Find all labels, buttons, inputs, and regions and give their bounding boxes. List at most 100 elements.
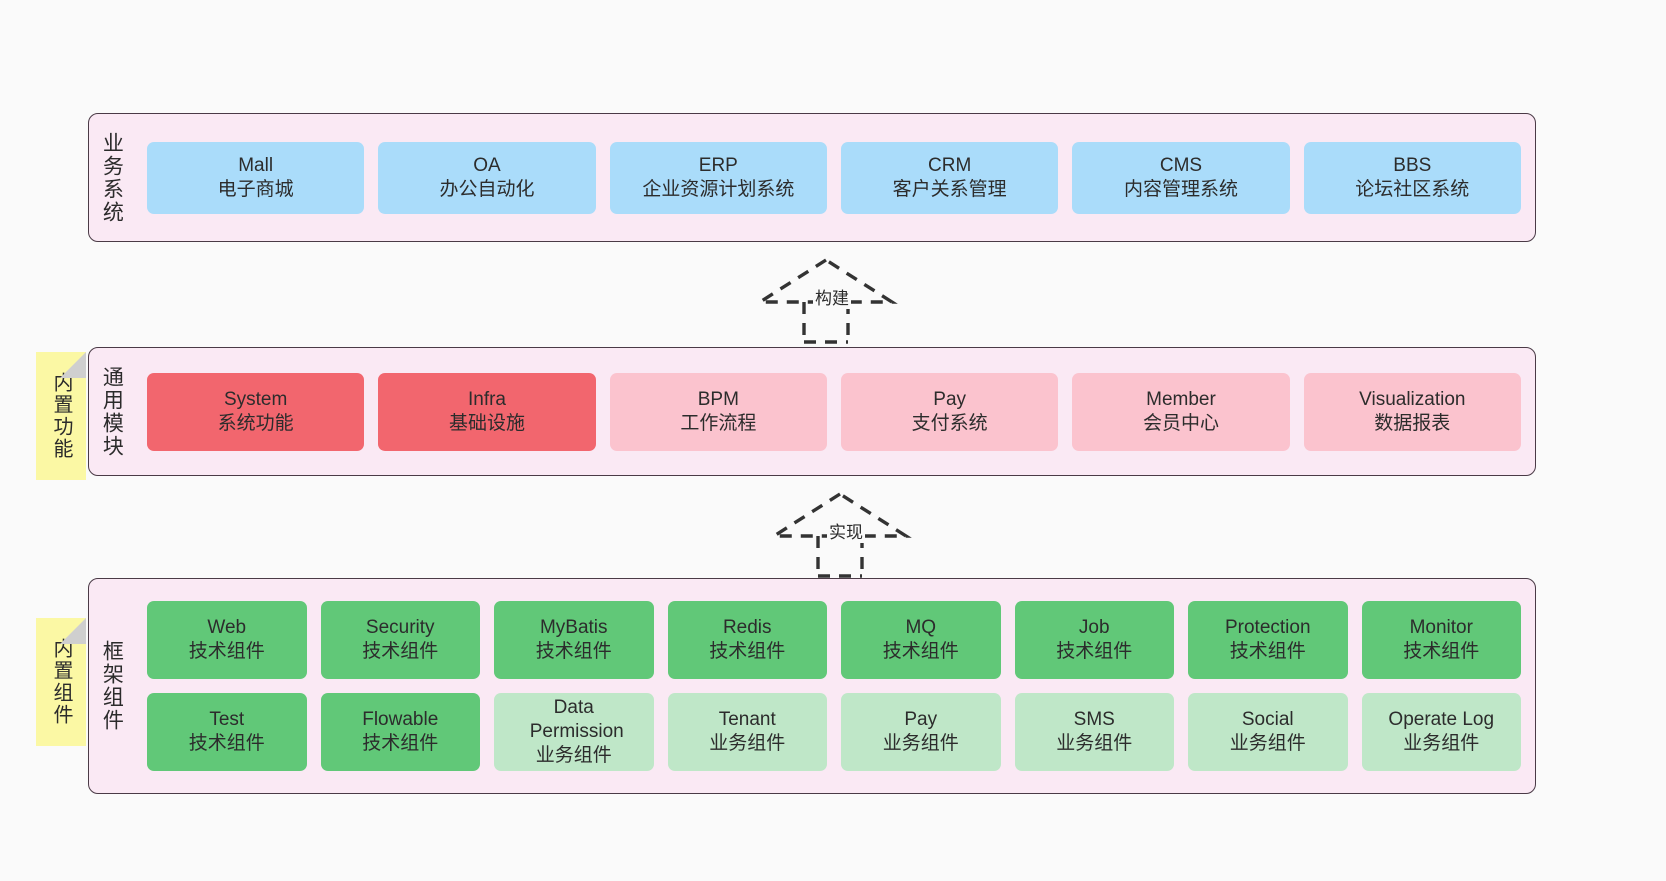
layer-caption-framework-component: 框架组件 [100, 640, 124, 732]
connector-implement: 实现 [768, 491, 922, 578]
node-visualization[interactable]: Visualization 数据报表 [1303, 372, 1521, 451]
node-member[interactable]: Member 会员中心 [1072, 372, 1290, 451]
sticky-note-builtin-component: 内置组件 [36, 618, 86, 746]
node-subtitle: 技术组件 [362, 733, 439, 754]
node-title: BPM [697, 388, 739, 410]
node-subtitle: 技术组件 [362, 641, 439, 662]
connector-build: 构建 [754, 257, 908, 344]
node-subtitle: 电子商城 [217, 178, 294, 200]
node-title: Protection [1224, 617, 1311, 639]
node-crm[interactable]: CRM 客户关系管理 [840, 141, 1059, 214]
node-mq[interactable]: MQ 技术组件 [841, 601, 1001, 679]
node-subtitle: 技术组件 [535, 641, 612, 662]
sticky-note-builtin-function: 内置功能 [36, 352, 86, 480]
node-protection[interactable]: Protection 技术组件 [1188, 601, 1348, 679]
node-subtitle: 会员中心 [1142, 412, 1219, 434]
node-data-permission[interactable]: Data Permission 业务组件 [494, 693, 654, 771]
node-title: CMS [1159, 154, 1203, 176]
layer-caption-business-system: 业务系统 [100, 131, 124, 224]
node-subtitle: 内容管理系统 [1123, 178, 1238, 200]
node-title: Security [365, 617, 435, 639]
node-subtitle: 客户关系管理 [892, 178, 1007, 200]
node-erp[interactable]: ERP 企业资源计划系统 [609, 141, 827, 214]
node-tenant[interactable]: Tenant 业务组件 [667, 693, 827, 771]
node-title: Tenant [718, 709, 776, 731]
node-redis[interactable]: Redis 技术组件 [667, 601, 827, 679]
node-title: Test [209, 709, 245, 731]
node-social[interactable]: Social 业务组件 [1188, 693, 1348, 771]
node-infra[interactable]: Infra 基础设施 [378, 372, 596, 451]
layer-caption-common-module: 通用模块 [100, 365, 124, 458]
node-security[interactable]: Security 技术组件 [320, 601, 480, 679]
node-title: Visualization [1359, 388, 1466, 410]
node-subtitle: 办公自动化 [439, 178, 535, 200]
node-subtitle: 技术组件 [1056, 641, 1133, 662]
connector-build-shape [754, 257, 898, 344]
node-title: System [223, 388, 288, 410]
node-row: Mall 电子商城 OA 办公自动化 ERP 企业资源计划系统 CRM 客户关系… [147, 141, 1521, 214]
node-subtitle: 基础设施 [448, 412, 525, 434]
node-row: Test 技术组件 Flowable 技术组件 Data Permission … [147, 693, 1521, 771]
node-subtitle: 数据报表 [1374, 412, 1451, 434]
node-pay-component[interactable]: Pay 业务组件 [841, 693, 1001, 771]
node-mybatis[interactable]: MyBatis 技术组件 [494, 601, 654, 679]
node-title: Job [1078, 617, 1110, 639]
node-title: CRM [928, 154, 972, 176]
node-title: OA [473, 154, 501, 176]
node-row: Web 技术组件 Security 技术组件 MyBatis 技术组件 Redi… [147, 601, 1521, 679]
node-subtitle: 技术组件 [188, 733, 265, 754]
node-subtitle: 技术组件 [1403, 641, 1480, 662]
layer-body-framework-component: Web 技术组件 Security 技术组件 MyBatis 技术组件 Redi… [133, 579, 1535, 793]
connector-implement-shape [768, 491, 912, 578]
node-oa[interactable]: OA 办公自动化 [378, 141, 596, 214]
node-title: Redis [722, 617, 772, 639]
node-title: BBS [1393, 154, 1432, 176]
node-title: SMS [1073, 709, 1115, 731]
node-test[interactable]: Test 技术组件 [147, 693, 307, 771]
node-title: Pay [933, 388, 967, 410]
node-subtitle: 工作流程 [680, 412, 757, 434]
node-mall[interactable]: Mall 电子商城 [147, 141, 365, 214]
node-title: ERP [698, 154, 738, 176]
node-bpm[interactable]: BPM 工作流程 [609, 372, 827, 451]
layer-business-system: 业务系统 Mall 电子商城 OA 办公自动化 ERP 企业资源计划系统 CRM… [88, 113, 1536, 242]
connector-build-label: 构建 [813, 284, 851, 309]
node-title: Web [207, 617, 247, 639]
node-title: Pay [904, 709, 938, 731]
node-flowable[interactable]: Flowable 技术组件 [320, 693, 480, 771]
layer-body-business-system: Mall 电子商城 OA 办公自动化 ERP 企业资源计划系统 CRM 客户关系… [133, 114, 1535, 241]
node-subtitle: 技术组件 [709, 641, 786, 662]
node-subtitle: 技术组件 [188, 641, 265, 662]
node-title: MyBatis [539, 617, 608, 639]
layer-common-module: 通用模块 System 系统功能 Infra 基础设施 BPM 工作流程 Pay… [88, 347, 1536, 476]
node-subtitle: 业务组件 [1403, 733, 1480, 754]
node-system[interactable]: System 系统功能 [147, 372, 365, 451]
node-pay[interactable]: Pay 支付系统 [840, 372, 1059, 451]
connector-implement-label: 实现 [827, 518, 865, 543]
layer-body-common-module: System 系统功能 Infra 基础设施 BPM 工作流程 Pay 支付系统… [133, 348, 1535, 475]
node-subtitle: 论坛社区系统 [1355, 178, 1470, 200]
node-sms[interactable]: SMS 业务组件 [1014, 693, 1174, 771]
node-title: Mall [238, 154, 274, 176]
node-subtitle: 支付系统 [911, 412, 988, 434]
node-title: Flowable [362, 709, 439, 731]
node-subtitle: 技术组件 [882, 641, 959, 662]
node-title: Member [1146, 388, 1216, 410]
node-subtitle: 技术组件 [1229, 641, 1306, 662]
sticky-note-label: 内置功能 [50, 372, 72, 460]
node-monitor[interactable]: Monitor 技术组件 [1361, 601, 1521, 679]
node-job[interactable]: Job 技术组件 [1014, 601, 1174, 679]
node-subtitle: 业务组件 [709, 733, 786, 754]
sticky-note-label: 内置组件 [50, 638, 72, 726]
node-title: Operate Log [1388, 709, 1495, 731]
node-row: System 系统功能 Infra 基础设施 BPM 工作流程 Pay 支付系统… [147, 372, 1521, 451]
node-operate-log[interactable]: Operate Log 业务组件 [1361, 693, 1521, 771]
node-subtitle: 业务组件 [535, 744, 612, 766]
node-web[interactable]: Web 技术组件 [147, 601, 307, 679]
node-title: MQ [905, 617, 937, 639]
node-title: Infra [467, 388, 506, 410]
node-cms[interactable]: CMS 内容管理系统 [1072, 141, 1290, 214]
layer-framework-component: 框架组件 Web 技术组件 Security 技术组件 MyBatis 技术组件… [88, 578, 1536, 794]
node-bbs[interactable]: BBS 论坛社区系统 [1303, 141, 1521, 214]
node-title: Social [1241, 709, 1294, 731]
